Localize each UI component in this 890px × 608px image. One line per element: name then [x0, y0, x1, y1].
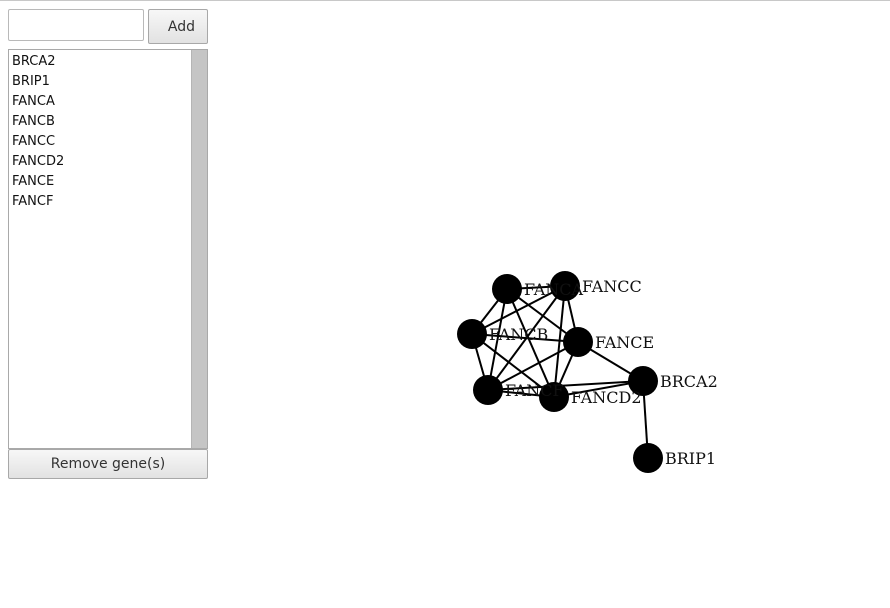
gene-list-item[interactable]: FANCC: [12, 134, 56, 149]
node-label-fance: FANCE: [595, 333, 654, 352]
node-brca2[interactable]: [628, 366, 658, 396]
gene-list-item[interactable]: FANCA: [12, 94, 55, 109]
network-nodes: [457, 271, 663, 473]
gene-list-item[interactable]: BRCA2: [12, 54, 56, 69]
edge-fance-fancf: [487, 341, 579, 391]
node-fancb[interactable]: [457, 319, 487, 349]
edge-fanca-fancd2: [506, 288, 555, 398]
gene-list-item[interactable]: FANCB: [12, 114, 55, 129]
node-fancf[interactable]: [473, 375, 503, 405]
edge-fancd2-brca2: [553, 380, 644, 398]
gene-input[interactable]: [8, 9, 144, 41]
node-label-brip1: BRIP1: [665, 449, 716, 468]
node-brip1[interactable]: [633, 443, 663, 473]
edge-fancf-brca2: [487, 380, 644, 391]
node-fanca[interactable]: [492, 274, 522, 304]
edge-fancc-fancb: [471, 285, 566, 335]
gene-list-scrollbar[interactable]: [191, 50, 207, 448]
node-fance[interactable]: [563, 327, 593, 357]
node-label-fancd2: FANCD2: [571, 388, 642, 407]
add-button[interactable]: Add: [148, 9, 208, 44]
gene-list-item[interactable]: BRIP1: [12, 74, 50, 89]
window-top-border: [0, 0, 890, 1]
gene-list-item[interactable]: FANCE: [12, 174, 55, 189]
node-label-fancb: FANCB: [489, 325, 548, 344]
node-label-brca2: BRCA2: [660, 372, 718, 391]
node-label-fancf: FANCF: [505, 381, 564, 400]
edge-fanca-fancf: [487, 288, 508, 391]
edge-fancb-fance: [471, 333, 579, 343]
network-edges: [471, 285, 649, 459]
node-fancd2[interactable]: [539, 382, 569, 412]
remove-genes-button[interactable]: Remove gene(s): [8, 449, 208, 479]
gene-list-item[interactable]: FANCF: [12, 194, 54, 209]
node-fancc[interactable]: [550, 271, 580, 301]
node-label-fancc: FANCC: [582, 277, 642, 296]
gene-list-item[interactable]: FANCD2: [12, 154, 65, 169]
node-label-fanca: FANCA: [524, 280, 584, 299]
